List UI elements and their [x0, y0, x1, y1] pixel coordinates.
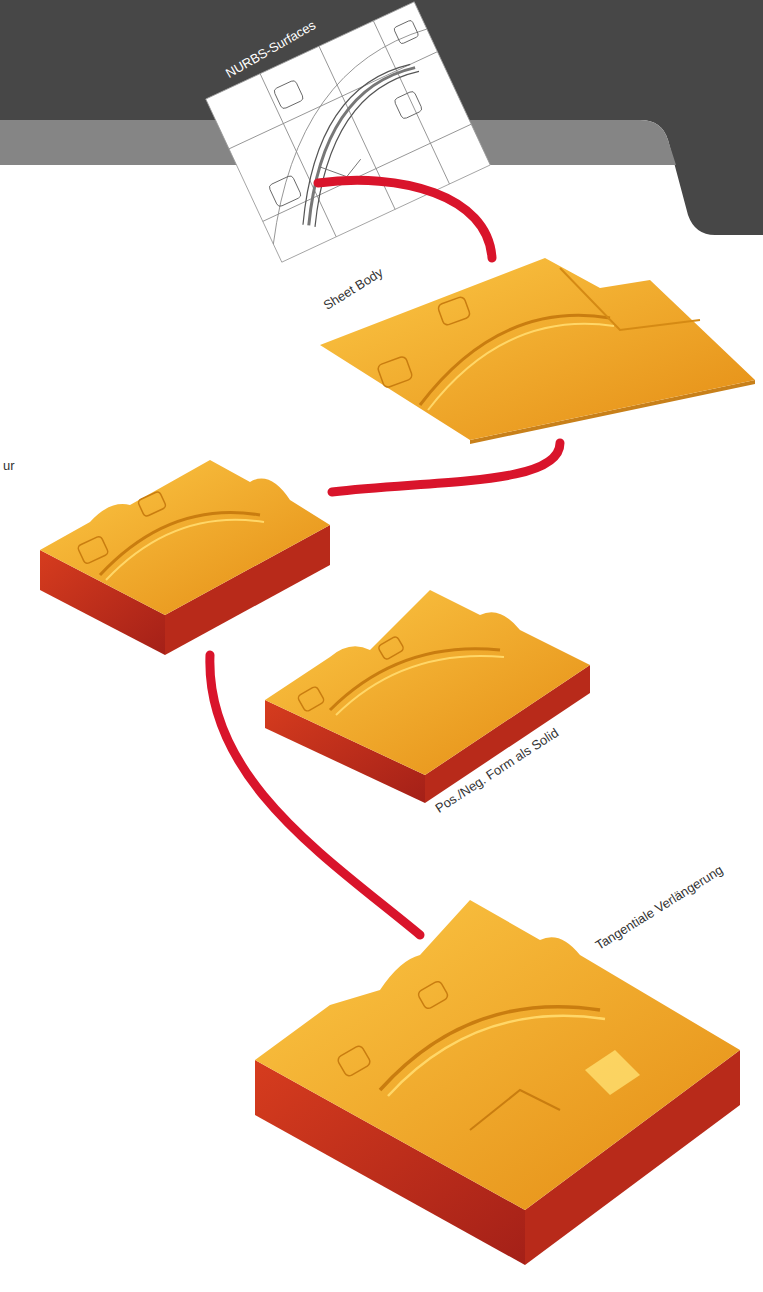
stage-label: Tangentiale Verlängerung [593, 863, 725, 952]
stage-label: Pos./Neg. Form als Solid [433, 726, 561, 815]
pos-neg-figure [265, 590, 590, 803]
sheet-stage: Sheet Body [320, 258, 758, 443]
stage-label: NURBS-Surfaces [224, 18, 318, 80]
mould-stage: Pos./Neg. Form als Solid [336, 585, 596, 825]
extension-stage: Tangentiale Verlängerung [253, 935, 743, 1270]
stage-label: ur [3, 459, 15, 472]
sheet-body-figure [320, 258, 755, 444]
flow-connector [318, 180, 492, 258]
flow-connector [210, 655, 420, 935]
extension-figure [255, 900, 740, 1265]
stage-label: Sheet Body [321, 265, 385, 312]
flow-connector [332, 443, 560, 492]
surface-stage: NURBS-Surfaces [218, 0, 490, 183]
nurbs-sheet [206, 2, 491, 262]
solid-figure [40, 460, 330, 655]
solid-stage: ur [38, 455, 332, 655]
